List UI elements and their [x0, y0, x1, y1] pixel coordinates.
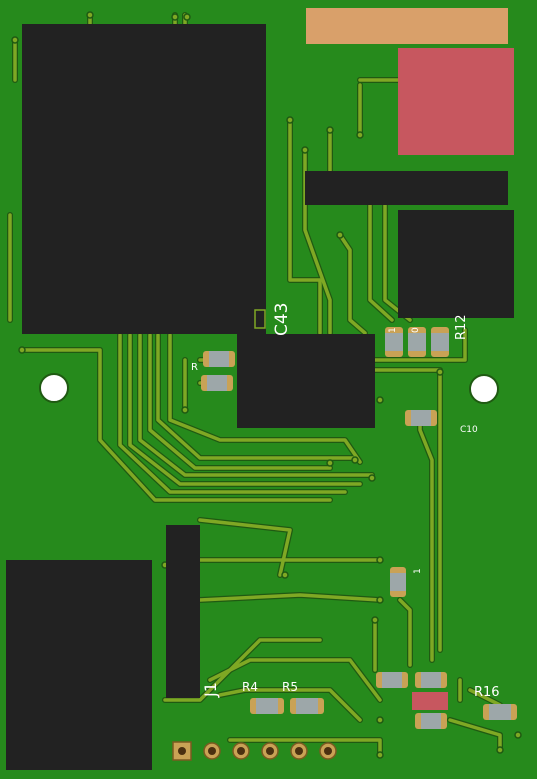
smd-resistor: [415, 672, 447, 688]
via: [496, 746, 504, 754]
smd-capacitor: [408, 327, 426, 357]
ic-center: [237, 334, 375, 428]
smd-resistor: [415, 713, 447, 729]
via: [183, 13, 191, 21]
via: [514, 731, 522, 739]
ic-right: [398, 210, 514, 318]
smd-resistor: [376, 672, 408, 688]
via: [368, 474, 376, 482]
via: [326, 459, 334, 467]
via: [376, 556, 384, 564]
via: [376, 596, 384, 604]
label-small-1b: 1: [413, 568, 423, 574]
via: [351, 456, 359, 464]
power-resistor-block: [398, 48, 514, 155]
label-r-left: R: [191, 362, 198, 373]
via: [376, 396, 384, 404]
via: [18, 346, 26, 354]
smd-capacitor: [385, 327, 403, 357]
smd-resistor-r4: [250, 698, 284, 714]
label-c10: C10: [460, 425, 478, 435]
smd-resistor-r5: [290, 698, 324, 714]
via: [376, 751, 384, 759]
header-j1-body: [166, 525, 200, 698]
label-small-1: 1: [388, 327, 398, 333]
ic-bottom-left-module: [6, 560, 152, 770]
smd-resistor-r16: [483, 704, 517, 720]
via: [181, 406, 189, 414]
via: [326, 126, 334, 134]
via: [286, 116, 294, 124]
via: [436, 368, 444, 376]
via: [11, 36, 19, 44]
via: [336, 231, 344, 239]
header-pins: [172, 741, 337, 761]
via: [281, 571, 289, 579]
top-label-strip: [306, 8, 508, 44]
smd-capacitor-c10: [405, 410, 437, 426]
via: [86, 11, 94, 19]
mounting-hole: [469, 374, 499, 404]
via: [356, 131, 364, 139]
via: [371, 616, 379, 624]
ic-large-main: [22, 24, 266, 334]
label-small-0: 0: [411, 327, 421, 333]
smd-resistor: [203, 351, 235, 367]
label-r4: R4: [242, 680, 258, 694]
mounting-hole: [39, 373, 69, 403]
smd-vertical-group: [385, 327, 449, 597]
via: [301, 146, 309, 154]
label-j1: J1: [201, 682, 220, 698]
ic-pin1-pad: [254, 309, 266, 329]
smd-resistor: [201, 375, 233, 391]
via: [171, 13, 179, 21]
label-r12: R12: [454, 314, 469, 340]
label-r16: R16: [474, 685, 500, 700]
smd-capacitor: [390, 567, 406, 597]
connector-horizontal: [305, 171, 508, 205]
via: [376, 716, 384, 724]
label-r5: R5: [282, 680, 298, 694]
smd-resistor: [431, 327, 449, 357]
smd-horizontal-group: [201, 351, 517, 729]
label-c43: C43: [272, 302, 292, 336]
small-red-component: [412, 692, 448, 710]
